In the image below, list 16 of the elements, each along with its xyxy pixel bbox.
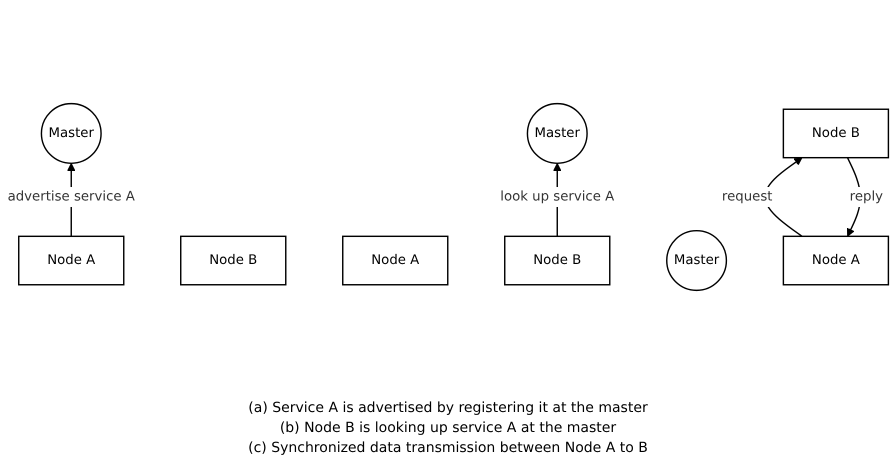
edge-label: reply xyxy=(850,188,884,204)
node-box: Node B xyxy=(782,108,890,158)
node-box: Node A xyxy=(342,236,448,286)
node-box: Node B xyxy=(504,236,610,286)
node-circle: Master xyxy=(40,102,102,164)
caption: (b) Node B is looking up service A at the master xyxy=(280,420,616,436)
caption: (c) Synchronized data transmission between Node A to B xyxy=(248,440,648,456)
edge-label: request xyxy=(722,188,772,204)
node-circle: Master xyxy=(526,102,588,164)
caption: (a) Service A is advertised by registering it at the master xyxy=(248,400,648,416)
node-box: Node A xyxy=(18,236,124,286)
node-box: Node A xyxy=(782,236,890,286)
edge-label: look up service A xyxy=(500,188,614,204)
node-circle: Master xyxy=(666,230,728,292)
edge-label: advertise service A xyxy=(8,188,135,204)
node-box: Node B xyxy=(180,236,286,286)
